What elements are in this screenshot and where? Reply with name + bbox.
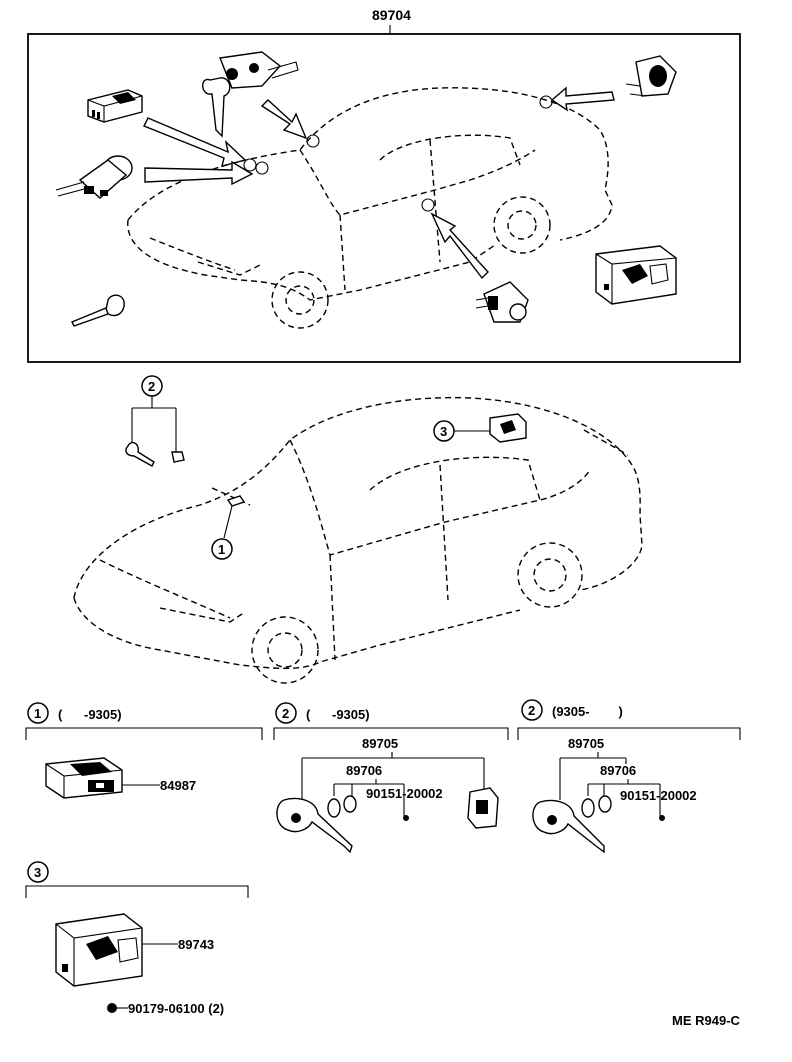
section-2a-part-89705[interactable]: 89705 [362,736,398,751]
switch-part-84987 [45,757,123,799]
section-2b-part-90151[interactable]: 90151-20002 [620,788,697,803]
arrow-4 [550,86,615,112]
diagram-code: ME R949-C [672,1013,741,1028]
callout-2[interactable]: 2 [141,375,163,397]
key-2a [276,797,353,854]
part-90179-label[interactable]: 90179-06100 (2) [128,1001,224,1016]
screw-2b [659,810,665,821]
section-1: 1 ( -9305) 84987 [25,702,263,799]
section-3: 3 89743 90179-06100 (2) [25,861,249,1016]
section-2b-range: (9305- ) [552,704,623,719]
ignition-cylinder-illustration [55,155,133,199]
top-assembly: 89704 [27,7,741,363]
top-assembly-frame [27,33,741,363]
transmitter-2a [467,787,499,829]
ring-2a-1 [327,798,341,818]
section-2b: 2 (9305- ) 89705 89706 90151-20002 [517,699,741,854]
door-lock-with-key-illustration [202,51,299,138]
door-lock-cylinder-illustration [475,281,529,323]
callout-1-label: 1 [218,542,225,557]
section-2b-part-89706[interactable]: 89706 [600,763,636,778]
section-2a: 2 ( -9305) 89705 89706 90151-20002 [273,702,509,854]
switch-on-car [223,495,246,539]
section-1-range: ( -9305) [58,707,122,722]
receiver-part-89743 [55,913,143,987]
top-assembly-part-number[interactable]: 89704 [372,7,411,23]
switch-illustration-top [87,89,143,123]
arrow-2 [144,160,254,186]
section-2b-number: 2 [528,703,535,718]
section-2a-part-90151[interactable]: 90151-20002 [366,786,443,801]
screw-2a [403,810,409,821]
section-3-number: 3 [34,865,41,880]
car-illustration-top [127,87,613,329]
arrow-5 [430,212,489,280]
screw-90179 [107,1003,117,1013]
pointer-arrows [143,86,615,280]
key-2b [532,799,605,854]
key-set-on-car [125,396,185,467]
key-illustration-top [71,294,125,327]
section-2a-part-89706[interactable]: 89706 [346,763,382,778]
car-illustration-main [73,396,643,684]
callout-1[interactable]: 1 [211,538,233,560]
ring-2b-1 [581,798,595,818]
receiver-module-illustration-top [595,245,677,305]
section-2b-part-89705[interactable]: 89705 [568,736,604,751]
callout-2-label: 2 [148,379,155,394]
section-2a-range: ( -9305) [306,707,370,722]
section-2a-number: 2 [282,706,289,721]
section-1-number: 1 [34,706,41,721]
ring-2a-2 [343,795,357,813]
callout-3-label: 3 [440,424,447,439]
arrow-1 [143,117,247,167]
ring-2b-2 [598,795,612,813]
part-84987-label[interactable]: 84987 [160,778,196,793]
receiver-on-car [454,413,527,443]
callout-1-leader [223,505,233,539]
part-89743-label[interactable]: 89743 [178,937,214,952]
callout-3[interactable]: 3 [433,420,455,442]
arrow-3 [260,99,308,140]
trunk-lock-illustration [625,55,677,97]
